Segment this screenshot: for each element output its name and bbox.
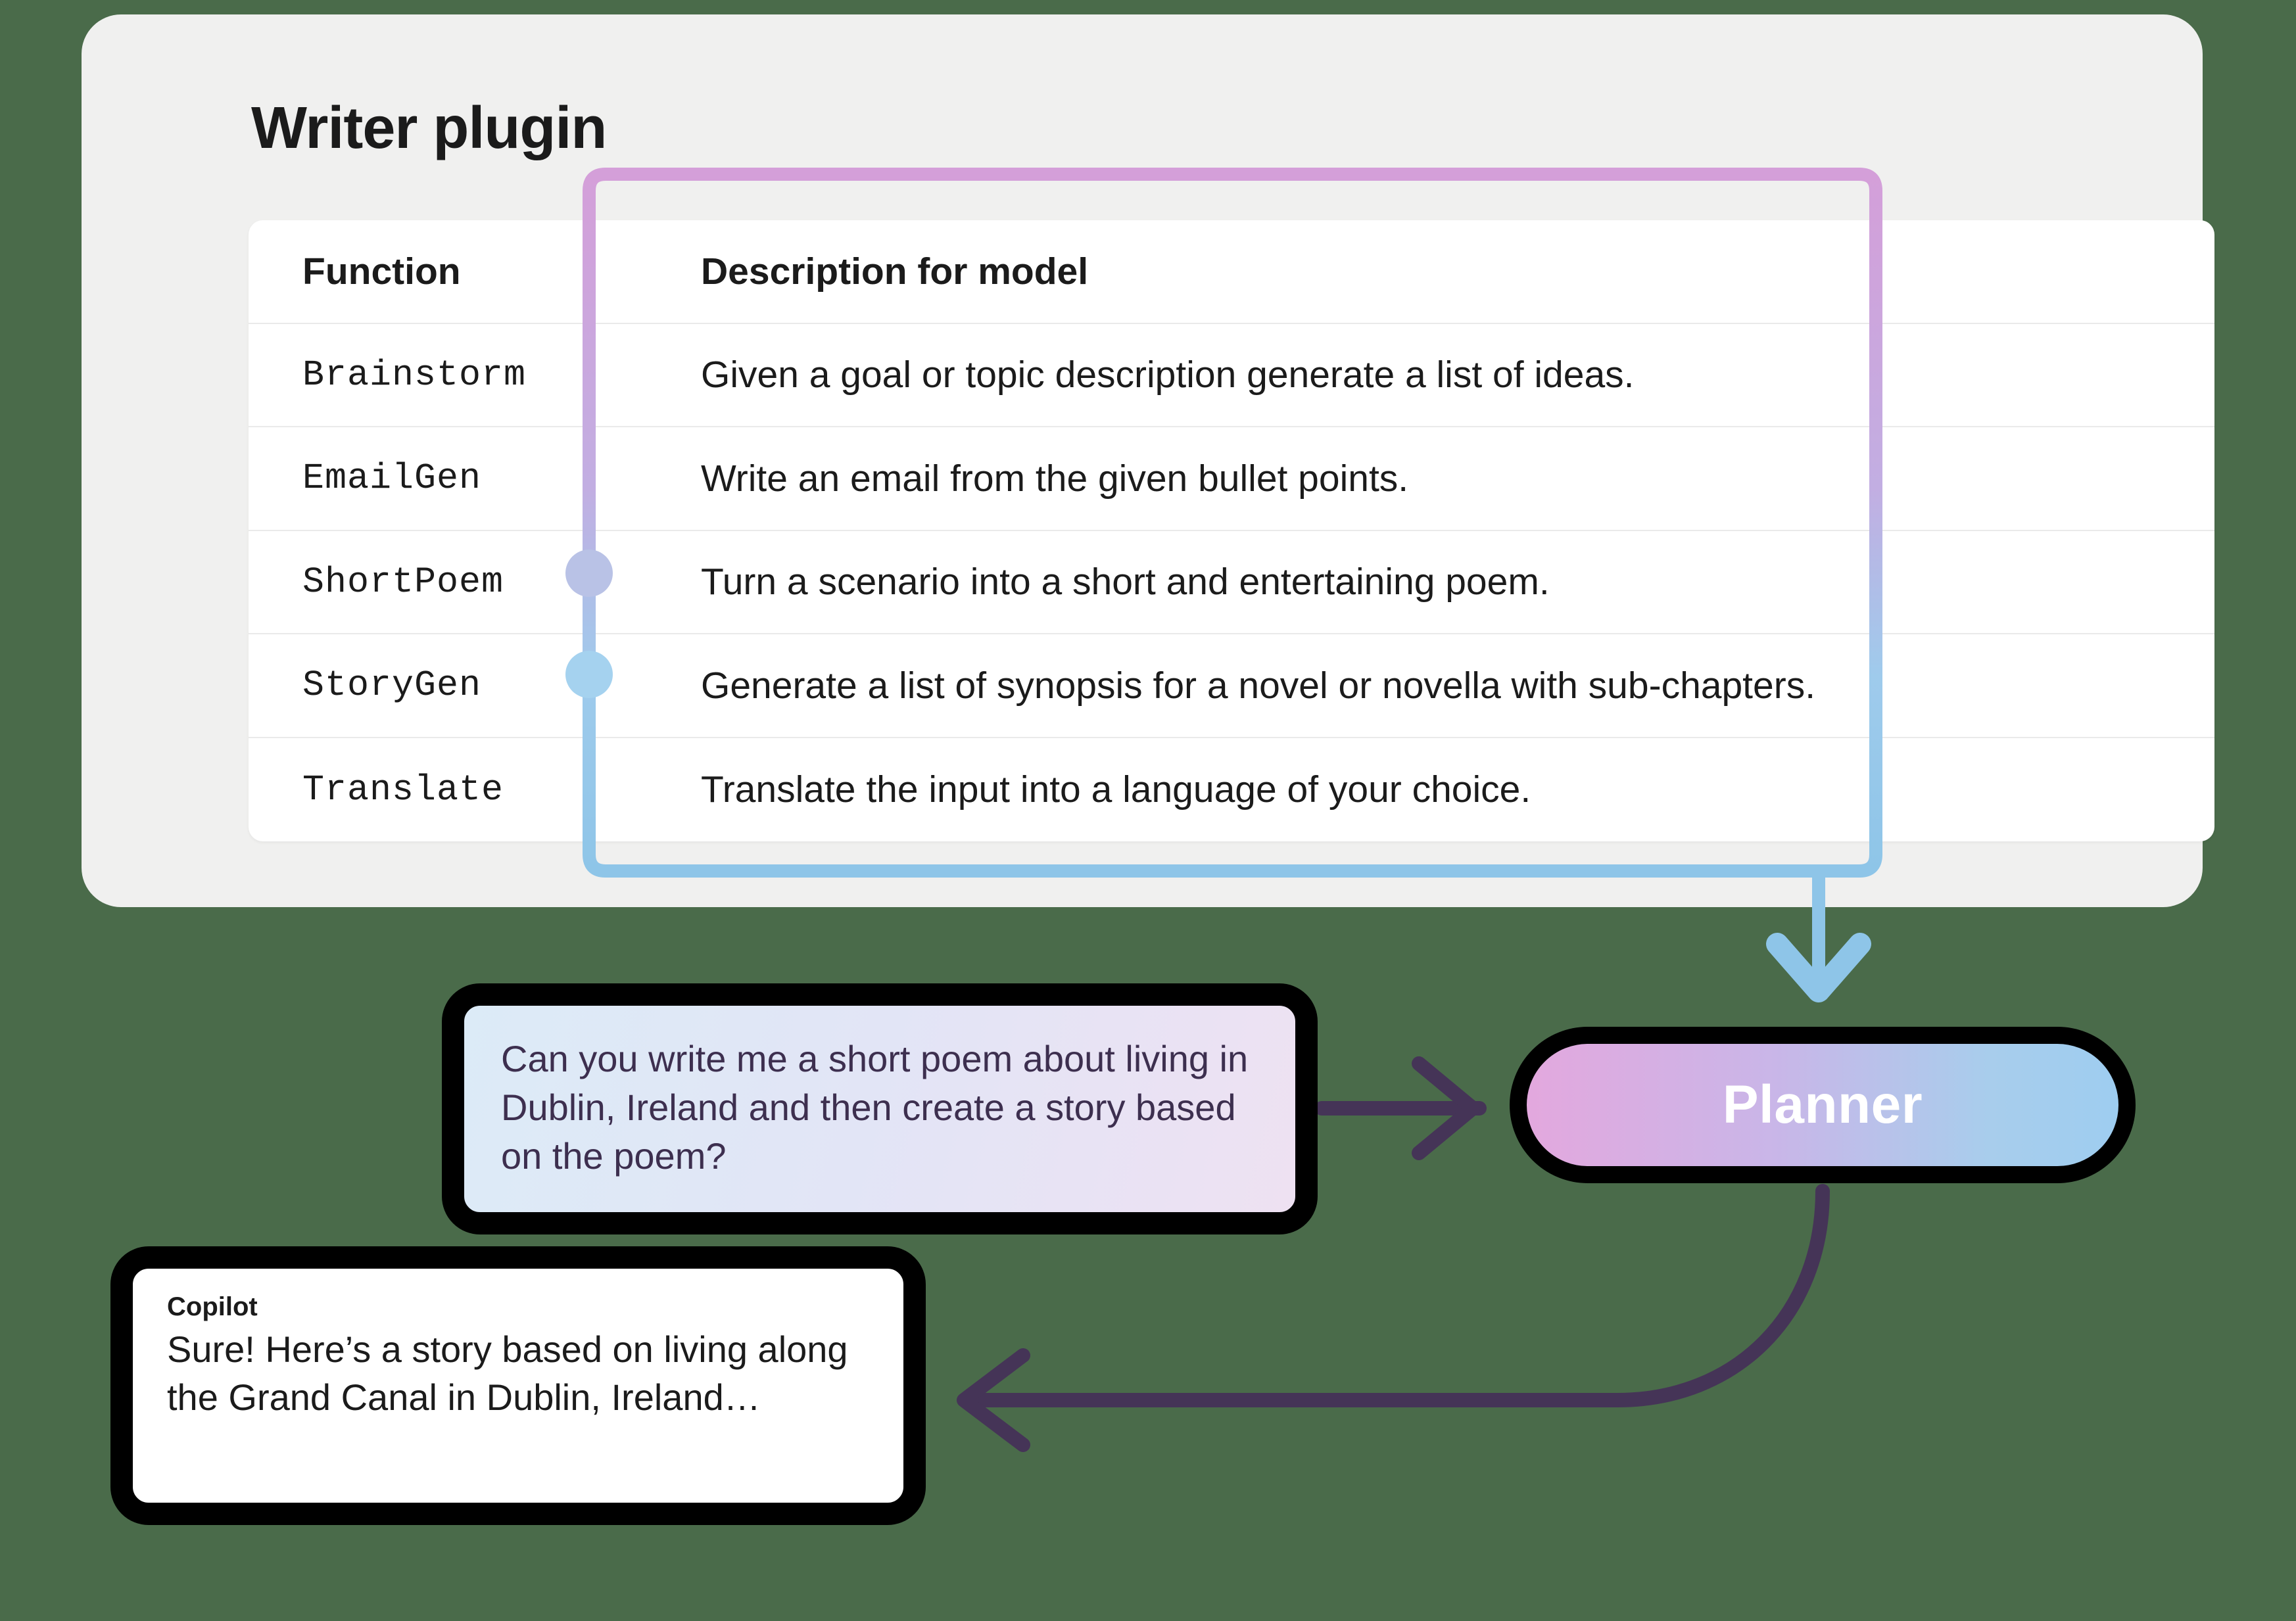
page-title: Writer plugin — [251, 95, 607, 161]
planner-to-copilot-arrowhead — [957, 1348, 1030, 1452]
function-description: Given a goal or topic description genera… — [701, 354, 1635, 396]
planner-feed-arrowhead — [1766, 933, 1871, 1002]
user-to-planner-arrowhead — [1412, 1056, 1480, 1160]
planner-node[interactable]: Planner — [1510, 1027, 2136, 1183]
column-header-description: Description for model — [701, 250, 1089, 293]
function-name: ShortPoem — [302, 561, 504, 603]
user-message-text: Can you write me a short poem about livi… — [501, 1038, 1249, 1177]
function-description: Write an email from the given bullet poi… — [701, 457, 1409, 500]
assistant-message-text: Sure! Here’s a story based on living alo… — [167, 1328, 848, 1418]
table-header-row: Function Description for model — [249, 220, 2214, 324]
table-row[interactable]: StoryGen Generate a list of synopsis for… — [249, 634, 2214, 738]
planner-label: Planner — [1722, 1075, 1923, 1135]
function-name: StoryGen — [302, 665, 482, 707]
function-description: Generate a list of synopsis for a novel … — [701, 664, 1816, 707]
table-row[interactable]: Translate Translate the input into a lan… — [249, 738, 2214, 842]
function-name: Brainstorm — [302, 354, 527, 396]
assistant-name-label: Copilot — [167, 1292, 258, 1321]
table-row[interactable]: Brainstorm Given a goal or topic descrip… — [249, 324, 2214, 427]
table-row[interactable]: EmailGen Write an email from the given b… — [249, 427, 2214, 531]
column-header-function: Function — [302, 250, 461, 293]
table-row[interactable]: ShortPoem Turn a scenario into a short a… — [249, 531, 2214, 634]
user-message-bubble[interactable]: Can you write me a short poem about livi… — [442, 983, 1318, 1234]
function-table: Function Description for model Brainstor… — [249, 220, 2214, 841]
assistant-message-bubble[interactable]: Copilot Sure! Here’s a story based on li… — [110, 1246, 926, 1525]
function-name: Translate — [302, 768, 504, 810]
function-description: Turn a scenario into a short and enterta… — [701, 561, 1550, 603]
function-description: Translate the input into a language of y… — [701, 768, 1531, 811]
writer-plugin-card: Writer plugin Function Description for m… — [82, 14, 2214, 907]
function-name: EmailGen — [302, 458, 482, 500]
